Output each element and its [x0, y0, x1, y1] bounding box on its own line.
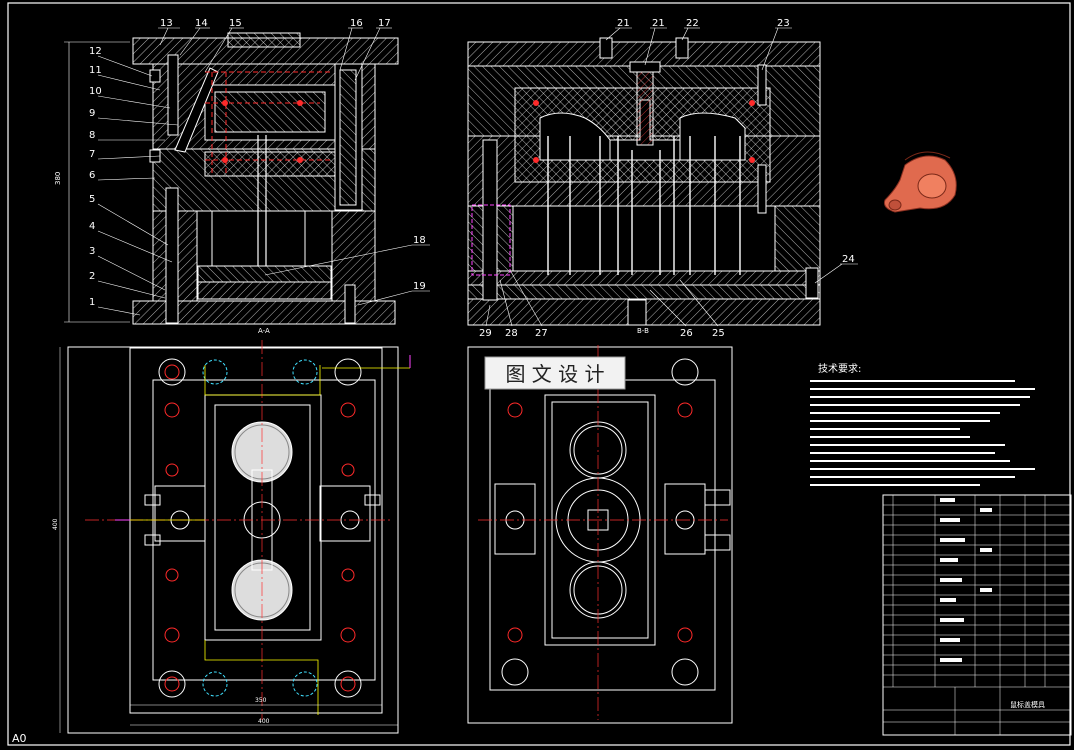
title-block-name: 鼠标盖模具 — [1010, 700, 1045, 709]
section-view-a — [64, 32, 399, 325]
left-callouts: 12 11 10 9 8 7 6 5 4 3 2 1 — [89, 46, 179, 316]
callout-label: 19 — [413, 281, 426, 292]
callout-label: 21 — [617, 18, 630, 29]
callout-label: 27 — [535, 328, 548, 339]
callout-label: 13 — [160, 18, 173, 29]
callout-label: 25 — [712, 328, 725, 339]
callout-label: 4 — [89, 221, 95, 232]
callout-3: 3 — [89, 246, 166, 291]
callout-4: 4 — [89, 221, 173, 263]
callout-label: 18 — [413, 235, 426, 246]
plan-width-inner-dim: 350 — [255, 697, 267, 704]
left-height-dim: 380 — [54, 172, 62, 185]
tech-title: 技术要求: — [818, 362, 861, 375]
callout-label: 9 — [89, 108, 95, 119]
watermark-text: 图 文 设 计 — [505, 362, 604, 386]
callout-label: 15 — [229, 18, 242, 29]
callout-label: 29 — [479, 328, 492, 339]
section-b-label: B-B — [637, 327, 649, 335]
bottom-callouts-right: 29 28 27 26 25 — [479, 269, 725, 339]
callout-11: 11 — [89, 65, 161, 91]
callout-label: 26 — [680, 328, 693, 339]
callout-24: 24 — [814, 254, 858, 284]
plan-view-left — [59, 340, 411, 734]
callouts-18-19: 18 19 — [264, 235, 430, 306]
callout-label: 10 — [89, 86, 102, 97]
section-view-b — [467, 37, 821, 326]
callout-label: 7 — [89, 149, 95, 160]
callout-8: 8 — [89, 130, 165, 141]
callout-label: 21 — [652, 18, 665, 29]
callout-6: 6 — [89, 170, 156, 181]
callout-label: 11 — [89, 65, 102, 76]
plan-height-dim: 400 — [52, 518, 59, 530]
callout-label: 17 — [378, 18, 391, 29]
callout-label: 28 — [505, 328, 518, 339]
callout-2: 2 — [89, 271, 166, 299]
callout-label: 3 — [89, 246, 95, 257]
top-callouts-left: 13 14 15 16 17 — [158, 18, 392, 81]
callout-label: 14 — [195, 18, 208, 29]
callout-label: 8 — [89, 130, 95, 141]
callout-9: 9 — [89, 108, 179, 126]
callout-5: 5 — [89, 194, 169, 246]
callout-label: 23 — [777, 18, 790, 29]
technical-requirements: 技术要求: — [810, 362, 1035, 486]
callout-12: 12 — [89, 46, 153, 77]
callout-label: 2 — [89, 271, 95, 282]
top-callouts-right: 21 21 22 23 — [605, 18, 792, 71]
watermark: 图 文 设 计 — [484, 356, 626, 390]
callout-label: 12 — [89, 46, 102, 57]
callout-label: 5 — [89, 194, 95, 205]
section-a-label: A-A — [258, 327, 270, 335]
plan-view-right — [467, 345, 733, 724]
callout-label: 22 — [686, 18, 699, 29]
callout-label: 1 — [89, 297, 95, 308]
callout-label: 6 — [89, 170, 95, 181]
callout-10: 10 — [89, 86, 171, 109]
frame-code: A0 — [12, 732, 27, 745]
drawing-frame — [7, 2, 1071, 746]
part-isometric — [884, 151, 957, 213]
parts-list-table: 鼠标盖模具 — [882, 494, 1072, 736]
callout-1: 1 — [89, 297, 141, 316]
callout-label: 16 — [350, 18, 363, 29]
callout-label: 24 — [842, 254, 855, 265]
plan-width-outer-dim: 400 — [258, 718, 270, 725]
callout-7: 7 — [89, 149, 161, 160]
